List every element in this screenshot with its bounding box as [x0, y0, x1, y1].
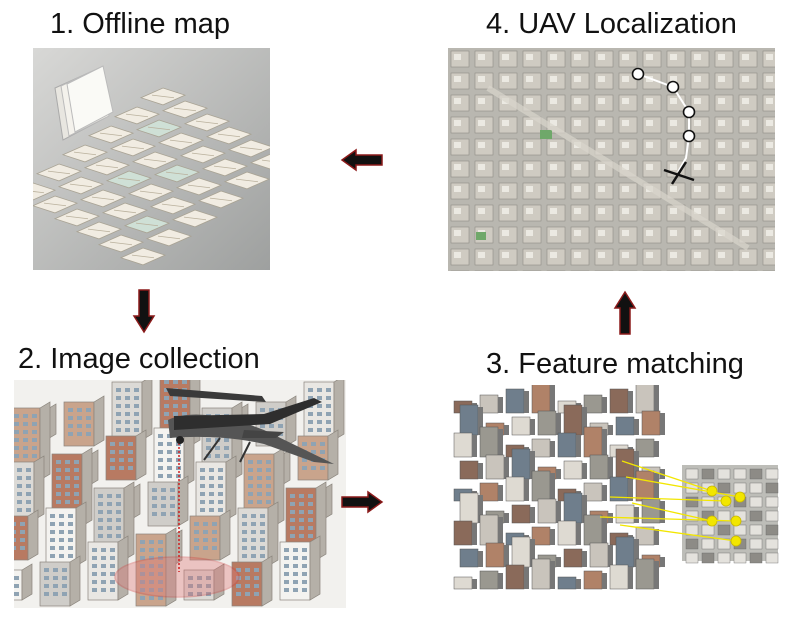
- arrow-down: [132, 288, 156, 334]
- map-tiles-icon: [33, 48, 270, 270]
- trajectory-point: [631, 67, 645, 81]
- folder-icon: [54, 65, 114, 141]
- aerial-city-blocks: [450, 50, 775, 271]
- trajectory-point: [682, 129, 696, 143]
- trajectory-point: [682, 105, 696, 119]
- map-tile-grid: [33, 87, 270, 266]
- feature-matching-panel: [450, 385, 780, 607]
- arrow-left: [340, 148, 384, 172]
- trajectory-point: [666, 80, 680, 94]
- step-1-title: 1. Offline map: [50, 8, 231, 40]
- reference-tile: [682, 465, 779, 564]
- aerial-city-trajectory-icon: [448, 48, 775, 271]
- step-2-title: 2. Image collection: [18, 343, 260, 375]
- arrow-up: [613, 290, 637, 336]
- camera-footprint: [114, 556, 240, 598]
- image-collection-panel: [14, 380, 346, 608]
- drone-over-city-icon: [14, 380, 346, 608]
- uav-trajectory: [631, 67, 696, 185]
- match-lines: [599, 460, 746, 547]
- uav-marker-icon: [663, 161, 695, 185]
- arrow-right: [340, 490, 384, 514]
- step-4-title: 4. UAV Localization: [486, 8, 737, 40]
- drone-icon: [166, 388, 334, 464]
- uav-localization-panel: [448, 48, 775, 271]
- query-city-blocks: [453, 385, 665, 590]
- step-3-title: 3. Feature matching: [486, 348, 744, 380]
- offline-map-panel: [33, 48, 270, 270]
- city-block-matching-icon: [450, 385, 780, 607]
